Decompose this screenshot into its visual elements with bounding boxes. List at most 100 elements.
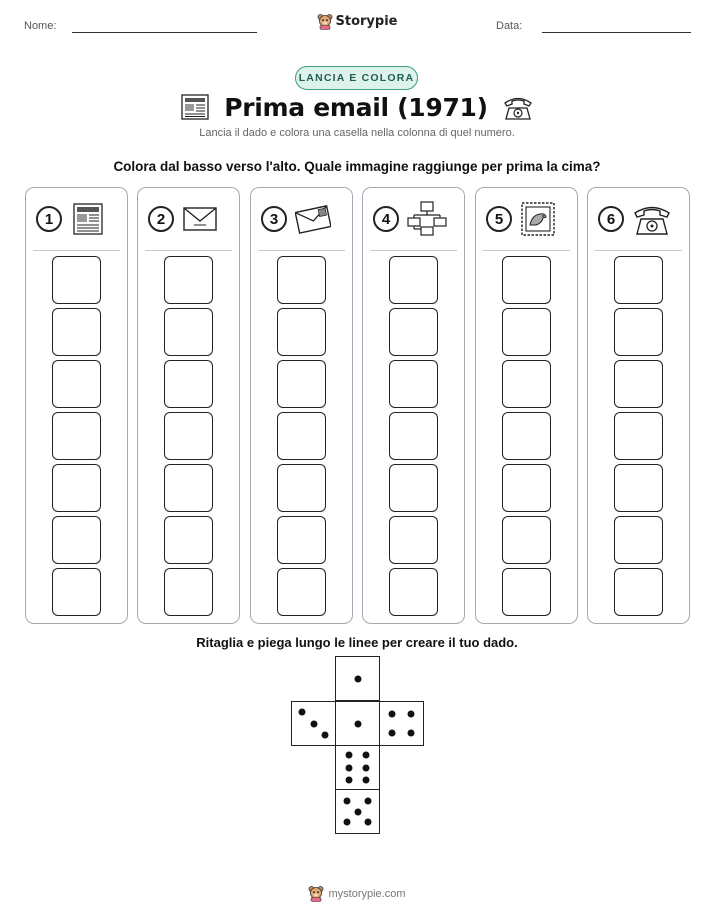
die-face: [335, 656, 380, 701]
color-cell[interactable]: [277, 412, 326, 460]
color-cell[interactable]: [389, 256, 438, 304]
color-cell[interactable]: [614, 516, 663, 564]
die-face: [291, 701, 336, 746]
color-cell[interactable]: [164, 516, 213, 564]
bear-mascot-icon: [309, 886, 324, 902]
activity-badge: LANCIA E COLORA: [295, 66, 418, 90]
die-pip: [343, 818, 351, 826]
column-divider: [145, 250, 232, 251]
color-cell[interactable]: [614, 256, 663, 304]
computer-network-icon: [407, 201, 447, 236]
color-cell[interactable]: [164, 568, 213, 616]
die-pip: [388, 710, 396, 718]
game-instruction: Colora dal basso verso l'alto. Quale imm…: [113, 159, 601, 174]
column-4: 4: [362, 187, 465, 624]
envelope-icon: [183, 207, 217, 231]
column-5: 5: [475, 187, 578, 624]
column-divider: [370, 250, 457, 251]
color-cell[interactable]: [502, 412, 551, 460]
die-face: [379, 701, 424, 746]
die-pip: [298, 708, 306, 716]
color-cell[interactable]: [389, 568, 438, 616]
color-cell[interactable]: [614, 464, 663, 512]
color-cell[interactable]: [502, 308, 551, 356]
die-pip: [354, 720, 361, 727]
die-pip: [354, 808, 361, 815]
color-cell[interactable]: [277, 568, 326, 616]
die-pip: [345, 764, 353, 771]
color-cell[interactable]: [164, 308, 213, 356]
die-pip: [388, 729, 396, 737]
page-subtitle: Lancia il dado e colora una casella nell…: [199, 127, 515, 139]
column-2: 2: [137, 187, 240, 624]
name-label: Nome:: [24, 20, 57, 32]
footer-url: mystorypie.com: [328, 887, 406, 900]
footer: mystorypie.com: [0, 885, 714, 902]
color-cell[interactable]: [502, 516, 551, 564]
color-cell[interactable]: [164, 360, 213, 408]
color-cell[interactable]: [277, 464, 326, 512]
column-number: 3: [261, 206, 287, 232]
brand-logo: Storypie: [0, 13, 714, 30]
column-1: 1: [25, 187, 128, 624]
color-cell[interactable]: [614, 308, 663, 356]
color-cell[interactable]: [164, 412, 213, 460]
date-label: Data:: [496, 20, 523, 32]
column-divider: [483, 250, 570, 251]
column-number: 4: [373, 206, 399, 232]
color-cell[interactable]: [389, 308, 438, 356]
color-cell[interactable]: [614, 360, 663, 408]
rotary-telephone-icon: [503, 97, 532, 120]
color-cell[interactable]: [502, 256, 551, 304]
color-cell[interactable]: [277, 256, 326, 304]
color-cell[interactable]: [389, 412, 438, 460]
die-pip: [345, 776, 353, 784]
name-line[interactable]: [72, 32, 257, 33]
column-divider: [595, 250, 682, 251]
color-cell[interactable]: [277, 516, 326, 564]
die-face: [335, 701, 380, 746]
brand-name: Storypie: [335, 14, 398, 29]
color-cell[interactable]: [52, 360, 101, 408]
color-cell[interactable]: [389, 360, 438, 408]
die-pip: [362, 764, 370, 771]
column-3: 3: [250, 187, 353, 624]
cut-instruction: Ritaglia e piega lungo le linee per crea…: [196, 635, 518, 650]
color-cell[interactable]: [502, 568, 551, 616]
die-face: [335, 745, 380, 790]
column-6: 6: [587, 187, 690, 624]
color-cell[interactable]: [389, 464, 438, 512]
column-number: 5: [486, 206, 512, 232]
die-pip: [407, 729, 415, 737]
color-cell[interactable]: [277, 360, 326, 408]
die-pip: [345, 751, 353, 759]
color-cell[interactable]: [277, 308, 326, 356]
color-cell[interactable]: [389, 516, 438, 564]
color-cell[interactable]: [52, 568, 101, 616]
color-cell[interactable]: [614, 412, 663, 460]
page-title: Prima email (1971): [224, 92, 488, 122]
die-pip: [362, 776, 370, 784]
color-cell[interactable]: [164, 464, 213, 512]
color-cell[interactable]: [52, 412, 101, 460]
die-pip: [343, 797, 351, 805]
die-pip: [321, 731, 329, 739]
die-pip: [407, 710, 415, 718]
die-pip: [364, 818, 372, 826]
date-line[interactable]: [542, 32, 691, 33]
color-cell[interactable]: [502, 360, 551, 408]
stamped-envelope-icon: [295, 205, 331, 234]
color-cell[interactable]: [52, 308, 101, 356]
color-cell[interactable]: [614, 568, 663, 616]
rotary-telephone-icon: [634, 206, 670, 235]
postage-stamp-icon: [521, 202, 555, 236]
color-cell[interactable]: [52, 464, 101, 512]
newspaper-icon: [73, 203, 103, 235]
column-number: 1: [36, 206, 62, 232]
column-divider: [258, 250, 345, 251]
color-cell[interactable]: [164, 256, 213, 304]
color-cell[interactable]: [52, 516, 101, 564]
die-face: [335, 789, 380, 834]
color-cell[interactable]: [52, 256, 101, 304]
color-cell[interactable]: [502, 464, 551, 512]
